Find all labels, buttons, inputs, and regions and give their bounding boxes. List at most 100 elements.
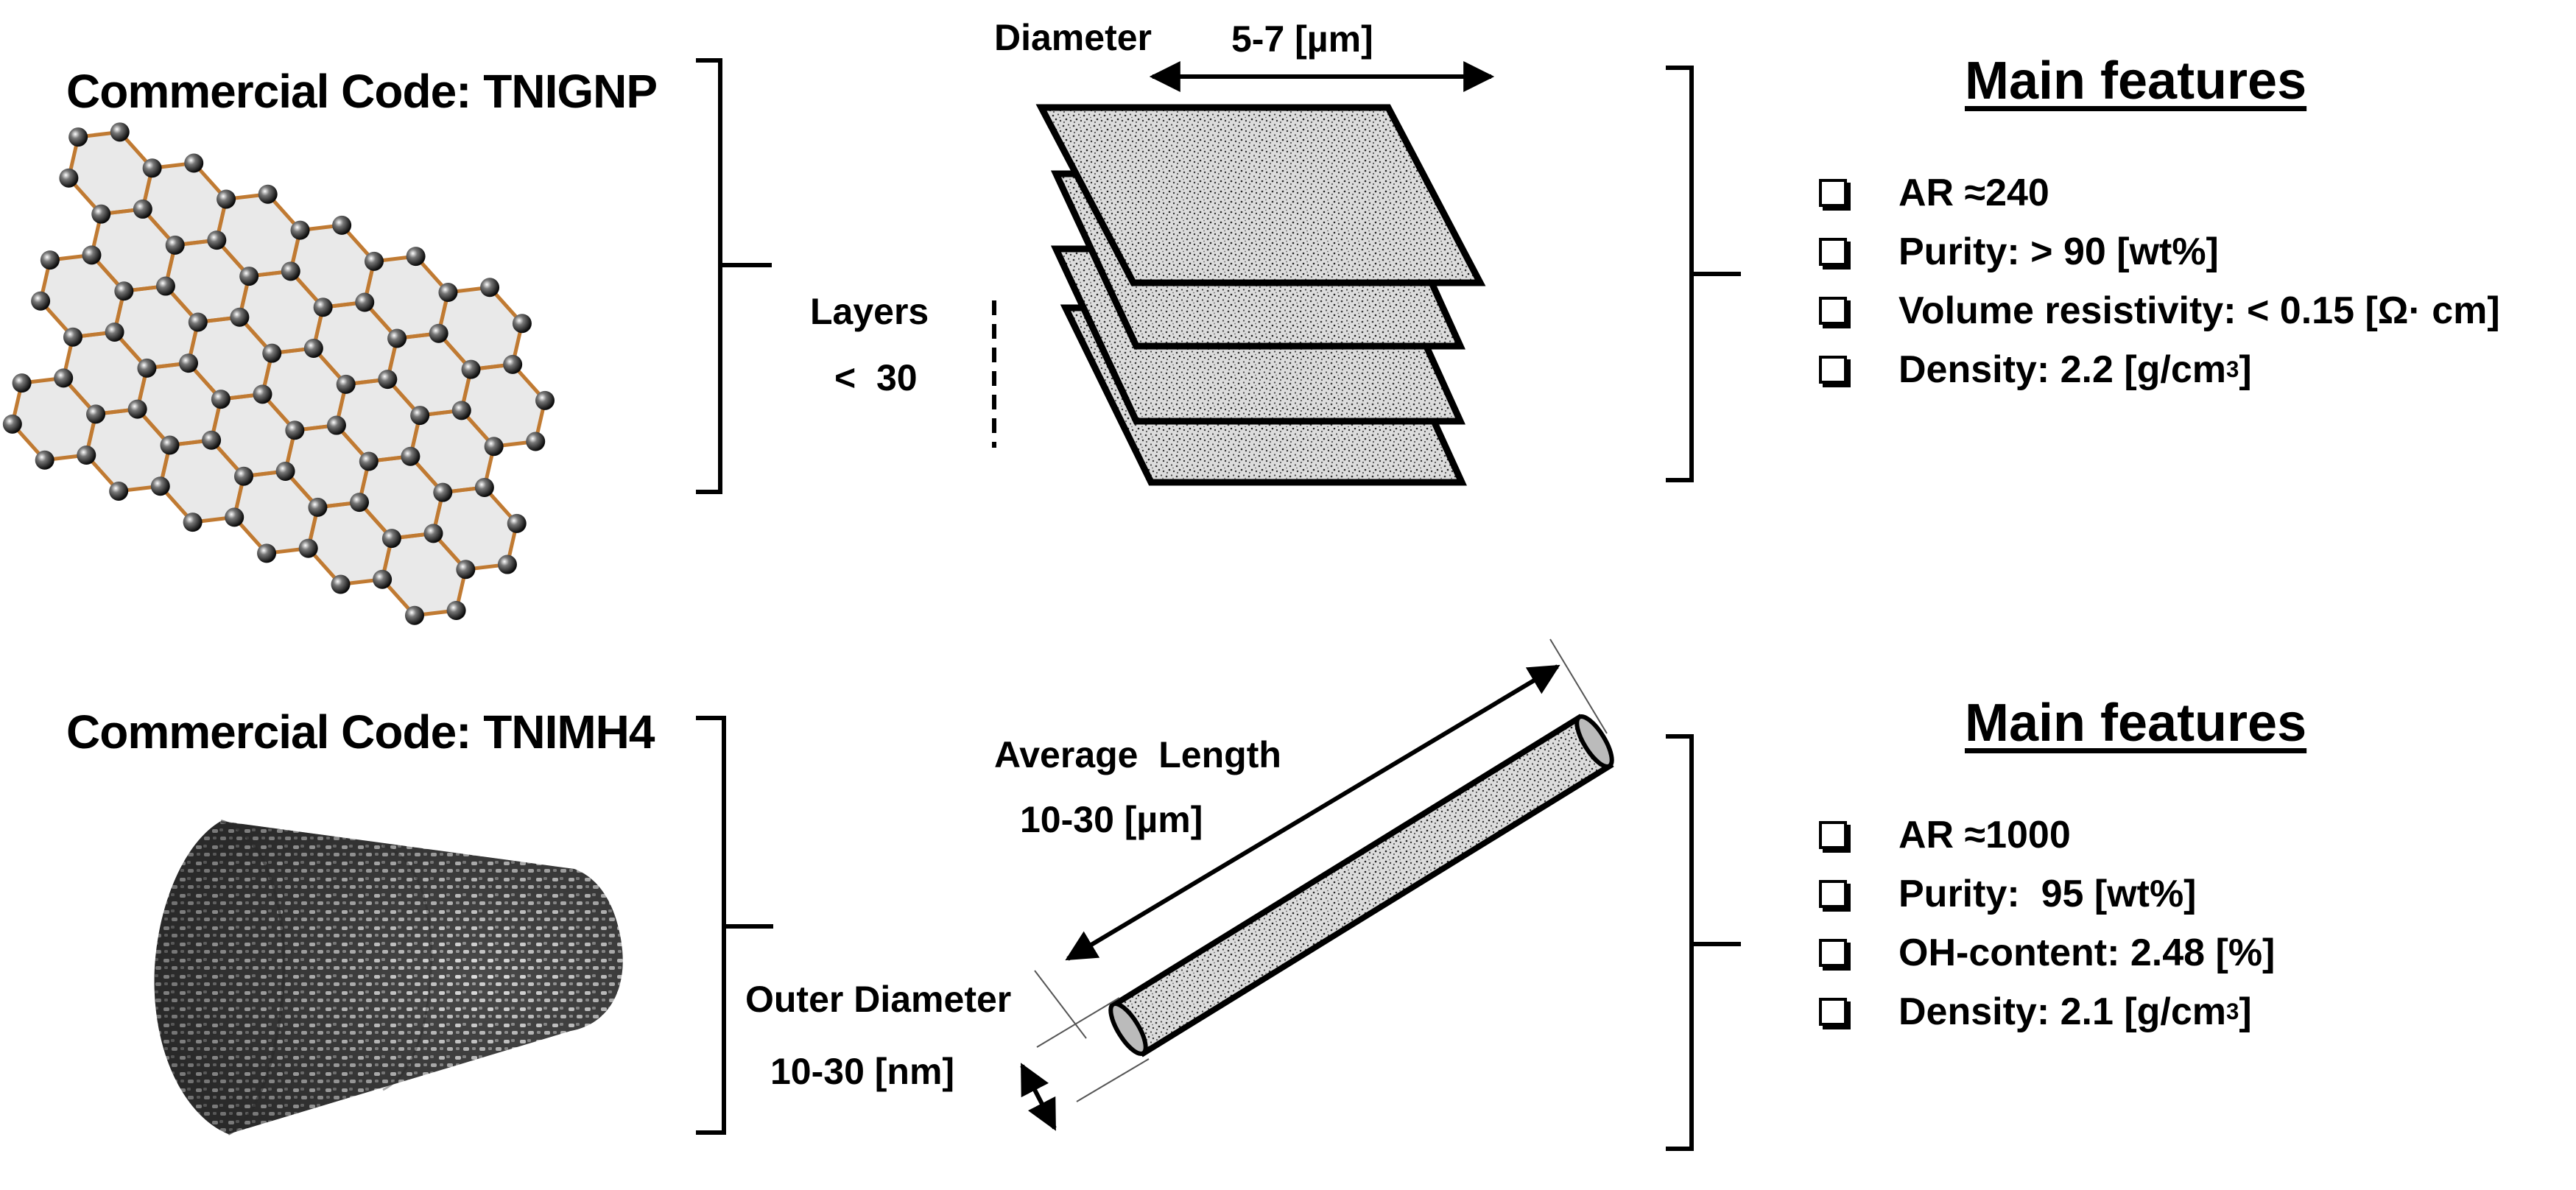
outer-diameter-label: Outer Diameter — [745, 979, 1012, 1020]
checkbox-icon — [1819, 880, 1847, 908]
feature-item: Volume resistivity: < 0.15 [Ω· cm] — [1819, 281, 2500, 340]
lattice-atom — [336, 374, 356, 394]
lattice-atom — [355, 292, 375, 312]
feature-item: AR ≈1000 — [1819, 806, 2275, 865]
lattice-atom — [77, 446, 96, 465]
lattice-atom — [188, 312, 208, 332]
checkbox-icon — [1819, 939, 1847, 967]
lattice-cell — [359, 456, 443, 539]
lattice-atom — [207, 230, 227, 250]
feature-item: Purity: 95 [wt%] — [1819, 865, 2275, 923]
lattice-cell — [461, 364, 545, 447]
lattice-atom — [461, 359, 481, 379]
feature-text: AR ≈1000 — [1898, 814, 2071, 856]
lattice-atom — [230, 307, 250, 327]
lattice-atom — [91, 204, 111, 224]
length-guide-top — [1549, 638, 1608, 734]
checkbox-icon — [1819, 821, 1847, 849]
lattice-atom — [456, 560, 476, 580]
lattice-cell — [433, 487, 517, 570]
lattice-cell — [86, 409, 170, 491]
lattice-atom — [133, 199, 152, 219]
graphene-features-heading: Main features — [1965, 52, 2307, 110]
feature-item: Purity: > 90 [wt%] — [1819, 222, 2500, 281]
lattice-atom — [142, 158, 162, 178]
lattice-atom — [535, 390, 555, 410]
lattice-atom — [526, 432, 546, 451]
lattice-atom — [150, 476, 170, 496]
lattice-atom — [54, 368, 74, 388]
nanotube-right-bracket — [1666, 734, 1741, 1151]
lattice-atom — [233, 466, 253, 486]
feature-text: Density: 2.1 [g/cm — [1898, 990, 2227, 1033]
lattice-atom — [183, 513, 203, 532]
lattice-atom — [474, 477, 494, 497]
lattice-atom — [225, 507, 244, 527]
feature-text: Density: 2.2 [g/cm — [1898, 348, 2227, 391]
checkbox-icon — [1819, 179, 1847, 207]
lattice-cell — [189, 317, 272, 400]
lattice-cell — [336, 379, 420, 462]
lattice-cell — [262, 348, 346, 431]
lattice-cell — [308, 502, 392, 585]
lattice-atom — [217, 189, 236, 209]
lattice-atom — [401, 446, 420, 466]
lattice-cell — [142, 163, 227, 245]
lattice-atom — [281, 261, 300, 281]
lattice-cell — [160, 440, 244, 523]
lattice-cell — [239, 271, 323, 353]
lattice-cell — [68, 132, 152, 214]
lattice-atom — [127, 399, 147, 419]
lattice-atom — [63, 327, 82, 347]
lattice-atom — [364, 251, 384, 271]
lattice-atom — [308, 497, 328, 517]
outer-diameter-arrow — [1020, 1063, 1057, 1131]
lattice-atom — [298, 538, 318, 558]
lattice-atom — [378, 370, 398, 390]
feature-tail: ] — [2239, 348, 2252, 391]
lattice-atom — [114, 281, 134, 301]
lattice-atom — [512, 314, 532, 334]
lattice-atom — [507, 513, 527, 533]
length-guide-bottom — [1034, 970, 1087, 1039]
lattice-cell — [41, 255, 124, 337]
lattice-atom — [480, 278, 500, 298]
average-length-label: Average Length — [994, 734, 1281, 775]
diameter-label: Diameter — [994, 17, 1152, 58]
feature-text: Purity: > 90 [wt%] — [1898, 230, 2219, 273]
lattice-atom — [303, 338, 323, 358]
lattice-cell — [137, 363, 221, 446]
lattice-cell — [12, 378, 96, 460]
lattice-atom — [497, 554, 517, 574]
lattice-atom — [285, 420, 305, 440]
graphene-lattice-illustration — [2, 122, 555, 625]
average-length-value: 10-30 [µm] — [1020, 799, 1203, 840]
lattice-atom — [12, 373, 32, 393]
feature-item: AR ≈240 — [1819, 163, 2500, 222]
checkbox-icon — [1819, 238, 1847, 266]
lattice-atom — [105, 322, 124, 342]
lattice-cell — [165, 240, 250, 323]
feature-tail: ] — [2239, 990, 2252, 1033]
lattice-atom — [410, 406, 430, 426]
feature-item: OH-content: 2.48 [%] — [1819, 923, 2275, 982]
lattice-atom — [429, 323, 448, 343]
lattice-cell — [410, 410, 494, 493]
lattice-atom — [484, 437, 504, 457]
graphene-right-bracket — [1666, 66, 1741, 482]
lattice-cell — [91, 208, 175, 292]
lattice-atom — [86, 404, 106, 424]
lattice-atom — [184, 153, 204, 173]
lattice-cell — [365, 256, 448, 339]
lattice-atom — [31, 291, 51, 311]
lattice-atom — [258, 184, 278, 204]
lattice-cell — [387, 333, 471, 416]
lattice-atom — [239, 267, 259, 286]
nanotube-commercial-code: Commercial Code: TNIMH4 — [66, 705, 655, 758]
lattice-atom — [423, 524, 443, 543]
lattice-atom — [35, 450, 54, 470]
outer-diameter-value: 10-30 [nm] — [770, 1051, 955, 1092]
lattice-atom — [275, 461, 295, 481]
